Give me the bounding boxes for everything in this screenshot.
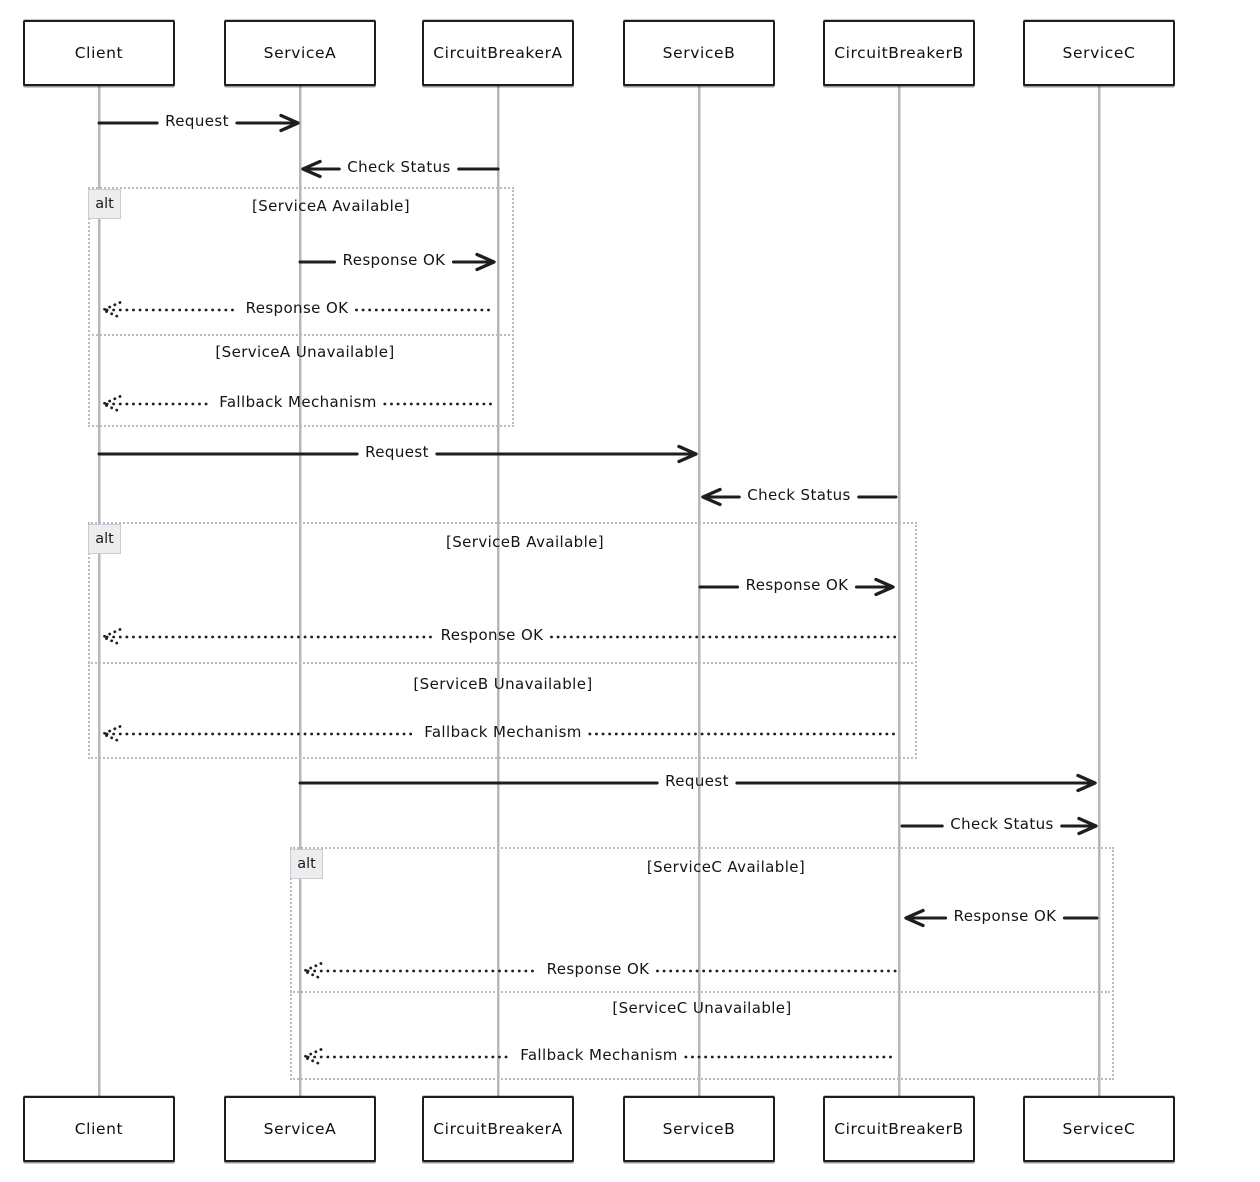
message-label: Fallback Mechanism (424, 723, 582, 741)
message-label: Request (365, 443, 429, 461)
actor-label: ServiceC (1062, 1120, 1136, 1138)
message-label: Response OK (745, 576, 849, 594)
alt-frame-divider (290, 991, 1110, 993)
guard-condition-label: [ServiceC Available] (646, 858, 806, 876)
alt-frame-1 (88, 187, 514, 427)
lifeline-service-a (299, 86, 301, 1096)
arrowhead-left-dotted (302, 1048, 323, 1066)
lifeline-service-b (698, 86, 700, 1096)
actor-label: ServiceC (1062, 44, 1136, 62)
message-label: Request (165, 112, 229, 130)
arrowhead-left (904, 908, 925, 928)
actor-box-circuit-breaker-b-top: CircuitBreakerB (823, 20, 975, 86)
arrowhead-right (1076, 773, 1097, 793)
message-label: Response OK (342, 251, 446, 269)
alt-fragment-tab: alt (290, 849, 323, 879)
arrowhead-left (301, 159, 322, 179)
actor-label: ServiceA (263, 1120, 337, 1138)
arrowhead-right (874, 577, 895, 597)
actor-label: CircuitBreakerB (834, 44, 964, 62)
actor-label: ServiceB (662, 1120, 736, 1138)
alt-frame-divider (88, 334, 510, 336)
arrowhead-right (1077, 816, 1098, 836)
alt-fragment-tab: alt (88, 189, 121, 219)
alt-frame-divider (88, 662, 913, 664)
arrowhead-left-dotted (101, 395, 122, 413)
actor-box-circuit-breaker-a-top: CircuitBreakerA (422, 20, 574, 86)
lifeline-circuit-breaker-a (497, 86, 499, 1096)
actor-label: CircuitBreakerA (433, 1120, 563, 1138)
actor-label: CircuitBreakerA (433, 44, 563, 62)
actor-box-circuit-breaker-b-bottom: CircuitBreakerB (823, 1096, 975, 1162)
message-label: Fallback Mechanism (219, 393, 377, 411)
arrowhead-right (475, 252, 496, 272)
actor-label: CircuitBreakerB (834, 1120, 964, 1138)
alt-fragment-tab: alt (88, 524, 121, 554)
actor-box-service-b-bottom: ServiceB (623, 1096, 775, 1162)
message-label: Request (665, 772, 729, 790)
alt-frame-2 (88, 522, 917, 759)
arrowhead-left-dotted (101, 301, 122, 319)
arrowhead-left-dotted (101, 628, 122, 646)
arrowhead-left-dotted (101, 725, 122, 743)
actor-label: ServiceB (662, 44, 736, 62)
actor-box-service-c-top: ServiceC (1023, 20, 1175, 86)
message-label: Response OK (953, 907, 1057, 925)
arrowhead-left-dotted (302, 962, 323, 980)
arrowhead-right (677, 444, 698, 464)
message-label: Check Status (347, 158, 451, 176)
actor-box-client-top: Client (23, 20, 175, 86)
actor-box-service-b-top: ServiceB (623, 20, 775, 86)
guard-condition-label: [ServiceB Unavailable] (413, 675, 593, 693)
actor-box-circuit-breaker-a-bottom: CircuitBreakerA (422, 1096, 574, 1162)
lifeline-client (98, 86, 100, 1096)
actor-label: Client (74, 1120, 124, 1138)
message-label: Response OK (245, 299, 349, 317)
message-label: Check Status (950, 815, 1054, 833)
guard-condition-label: [ServiceB Available] (445, 533, 605, 551)
lifeline-service-c (1098, 86, 1100, 1096)
message-label: Response OK (440, 626, 544, 644)
message-label: Check Status (747, 486, 851, 504)
message-label: Response OK (546, 960, 650, 978)
arrowhead-left (701, 487, 722, 507)
guard-condition-label: [ServiceC Unavailable] (612, 999, 792, 1017)
arrowhead-right (279, 113, 300, 133)
lifeline-circuit-breaker-b (898, 86, 900, 1096)
alt-frame-3 (290, 847, 1114, 1080)
guard-condition-label: [ServiceA Available] (251, 197, 411, 215)
actor-label: ServiceA (263, 44, 337, 62)
actor-box-service-a-top: ServiceA (224, 20, 376, 86)
message-label: Fallback Mechanism (520, 1046, 678, 1064)
actor-box-service-c-bottom: ServiceC (1023, 1096, 1175, 1162)
actor-box-service-a-bottom: ServiceA (224, 1096, 376, 1162)
actor-label: Client (74, 44, 124, 62)
guard-condition-label: [ServiceA Unavailable] (215, 343, 395, 361)
actor-box-client-bottom: Client (23, 1096, 175, 1162)
